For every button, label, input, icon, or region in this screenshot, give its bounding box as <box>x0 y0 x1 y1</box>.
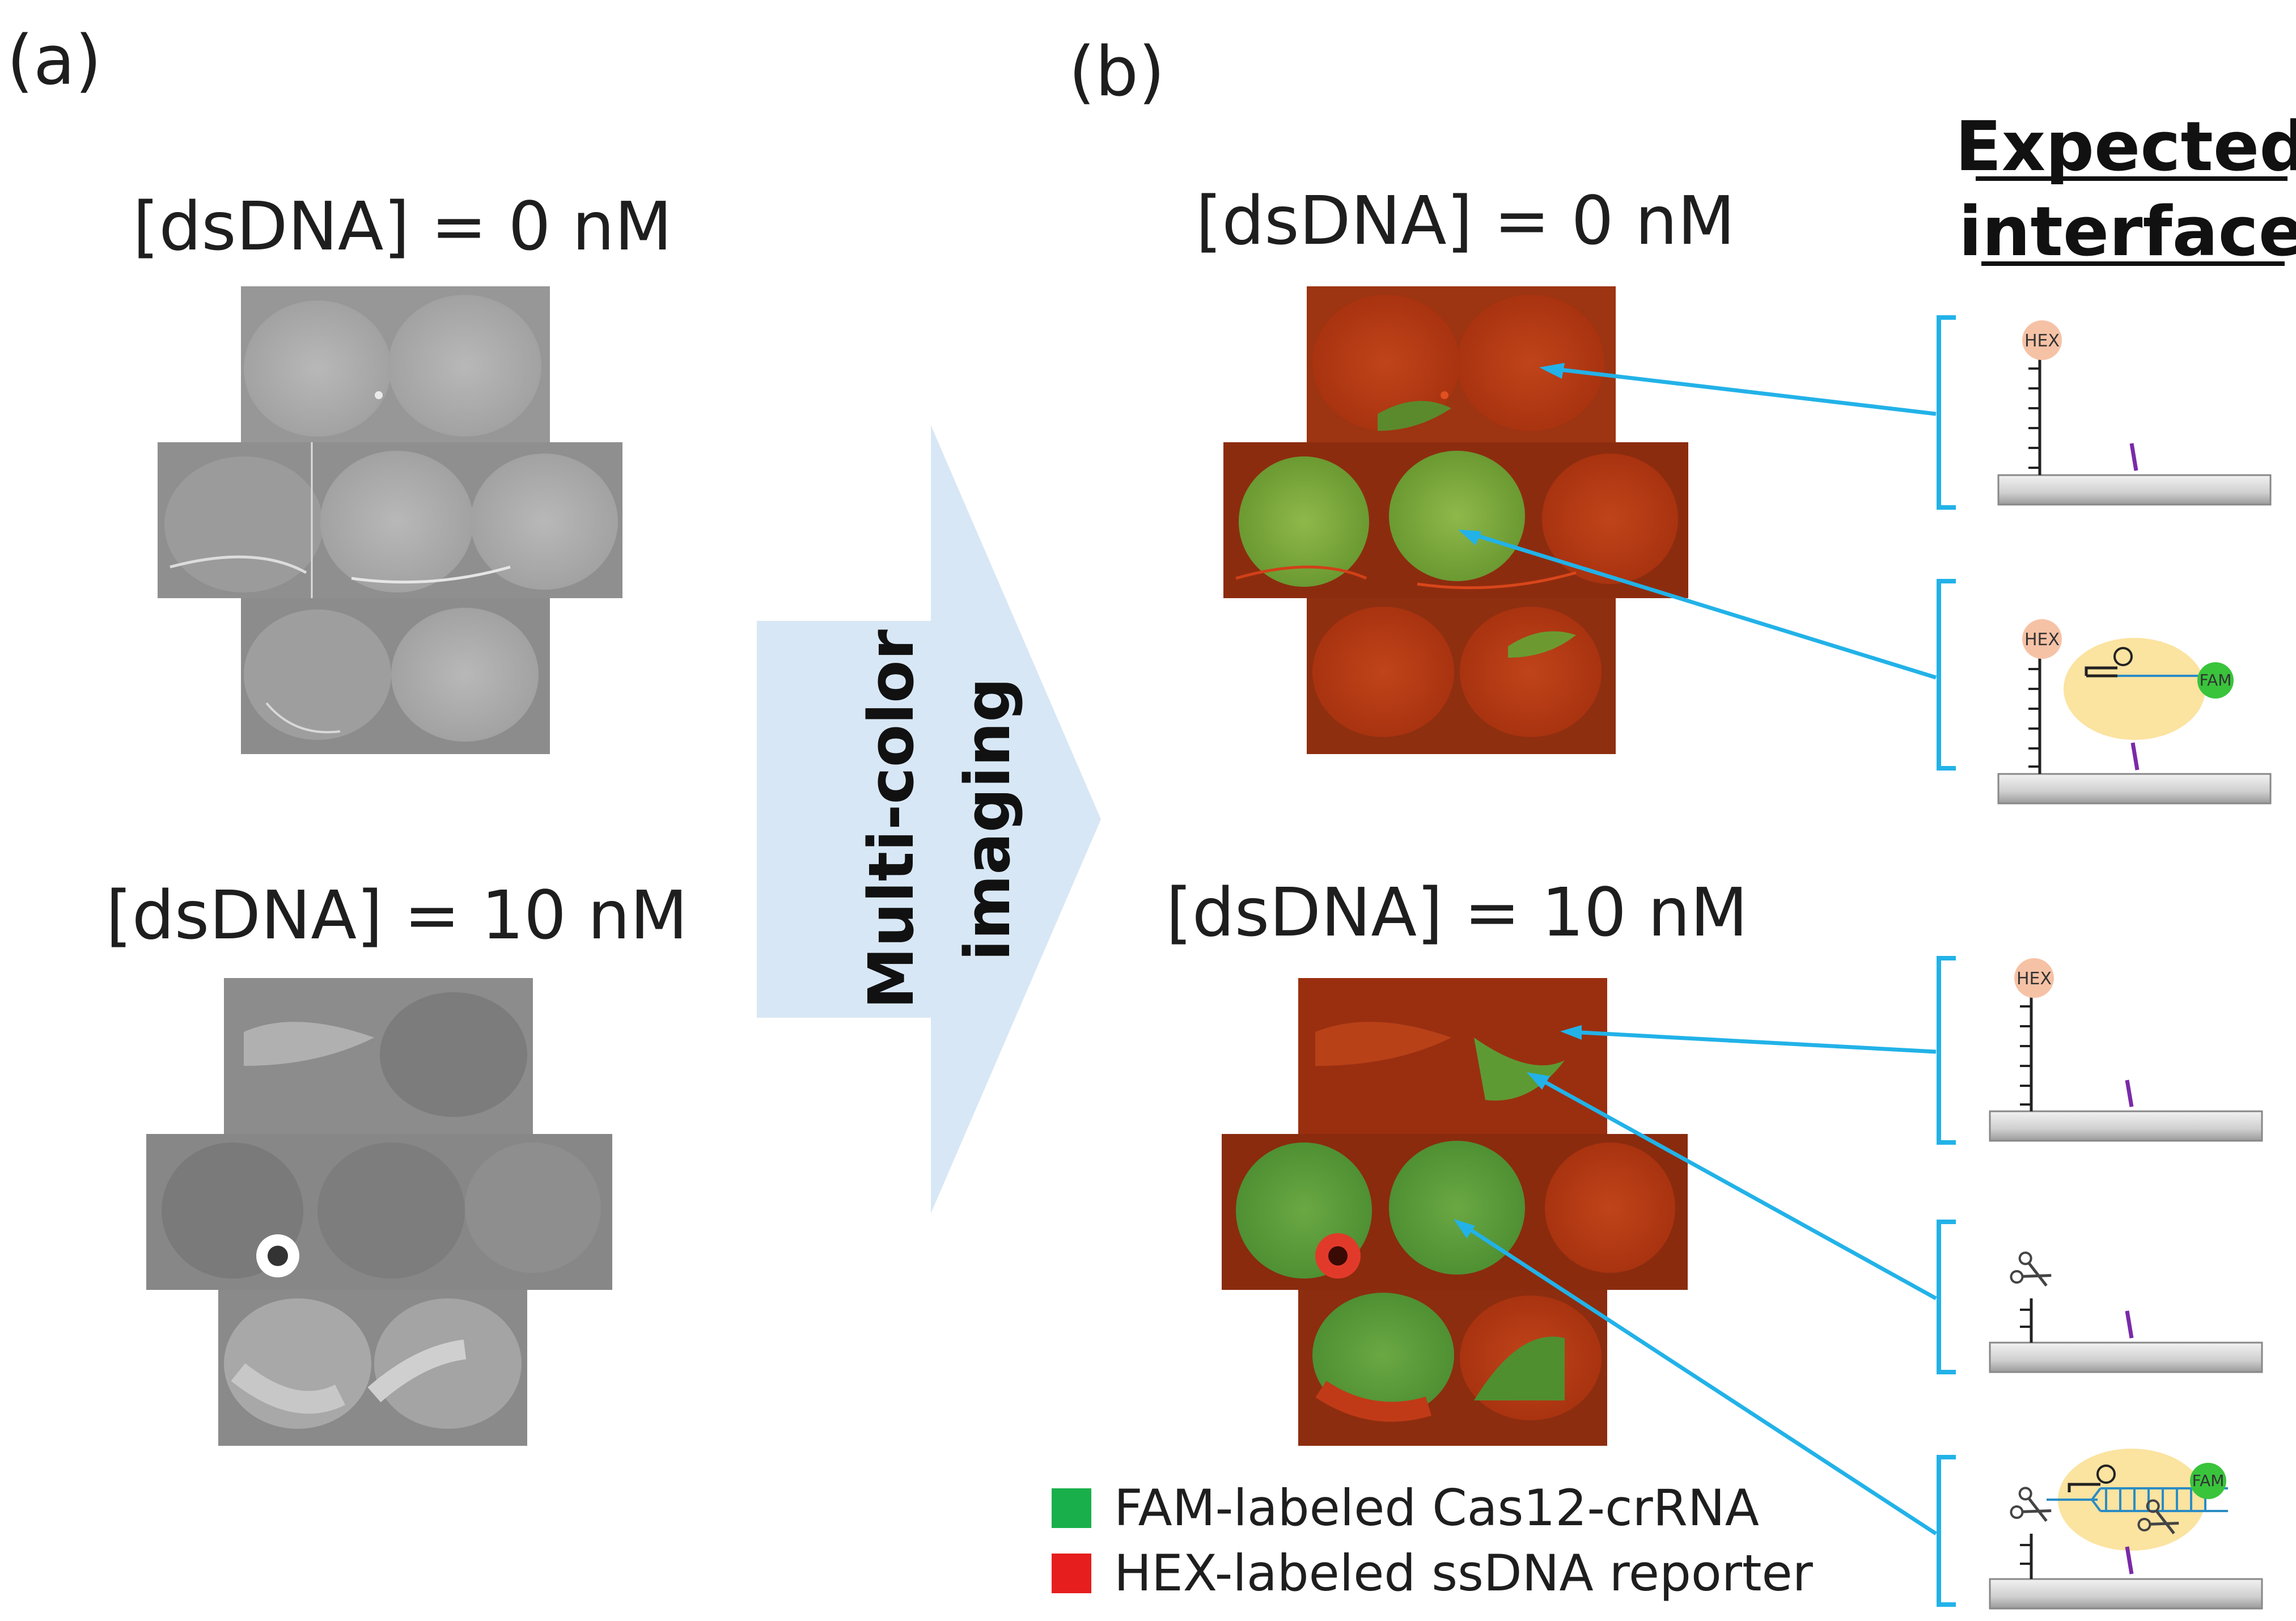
microscopy-mosaic-a-0nM <box>158 286 622 754</box>
expected-title-line2: interface <box>1959 193 2296 272</box>
pointer-line-1 <box>1550 366 1937 416</box>
multi-color-imaging-arrow: Multi-color imaging <box>757 425 1101 1213</box>
pointer-arrowheads <box>1454 363 1582 1238</box>
pointer-line-5 <box>1462 1223 1937 1535</box>
scissors-icon <box>2010 1251 2052 1287</box>
condition-title-b-10nM: [dsDNA] = 10 nM <box>1166 873 1748 951</box>
microscopy-mosaic-b-10nM <box>1222 978 1688 1446</box>
microscopy-mosaic-b-0nM <box>1223 286 1688 754</box>
expected-title-line1: Expected <box>1955 108 2296 187</box>
microscopy-mosaic-a-10nM <box>146 978 612 1446</box>
schematic-hex-reporter-10nM: HEX <box>1989 958 2263 1142</box>
legend-label-hex: HEX-labeled ssDNA reporter <box>1114 1544 1814 1602</box>
fam-label: FAM <box>2192 1471 2225 1490</box>
fam-fluorophore <box>2197 662 2234 699</box>
legend: FAM-labeled Cas12-crRNA HEX-labeled ssDN… <box>1052 1479 1814 1602</box>
hex-fluorophore <box>2022 320 2062 360</box>
hex-fluorophore <box>2022 619 2062 659</box>
pointer-line-2 <box>1467 531 1937 680</box>
condition-title-a-10nM: [dsDNA] = 10 nM <box>106 876 688 954</box>
panel-label-b: (b) <box>1069 33 1165 112</box>
schematic-cleaved-reporter <box>1989 1251 2263 1373</box>
pointer-line-4 <box>1535 1075 1937 1301</box>
schematic-hex-cas12-fam: HEX FAM <box>1997 619 2272 805</box>
hex-label: HEX <box>2017 969 2052 989</box>
hex-label: HEX <box>2024 331 2060 351</box>
fam-fluorophore <box>2190 1463 2226 1499</box>
cas12-protein <box>2064 638 2205 740</box>
condition-title-b-0nM: [dsDNA] = 0 nM <box>1196 181 1735 260</box>
legend-swatch-hex <box>1052 1554 1091 1593</box>
legend-label-fam: FAM-labeled Cas12-crRNA <box>1114 1479 1759 1537</box>
scissors-icon <box>2010 1487 2052 1522</box>
pointer-line-3 <box>1570 1030 1937 1054</box>
arrow-text-line1: Multi-color <box>855 629 927 1009</box>
schematic-hex-reporter: HEX <box>1997 320 2272 506</box>
arrow-text-line2: imaging <box>951 678 1024 961</box>
schematic-active-cas12: FAM <box>1989 1449 2263 1610</box>
hex-fluorophore <box>2014 958 2054 998</box>
fam-label: FAM <box>2200 671 2232 689</box>
scissors-icon <box>2137 1499 2179 1535</box>
schematic-brackets <box>1937 315 1956 1607</box>
condition-title-a-0nM: [dsDNA] = 0 nM <box>133 187 672 265</box>
legend-swatch-fam <box>1052 1488 1091 1528</box>
hex-label: HEX <box>2024 630 2060 650</box>
expected-interface-header: Expected interface <box>1955 108 2296 272</box>
pointer-lines <box>1462 366 1937 1535</box>
panel-label-a: (a) <box>7 22 101 100</box>
